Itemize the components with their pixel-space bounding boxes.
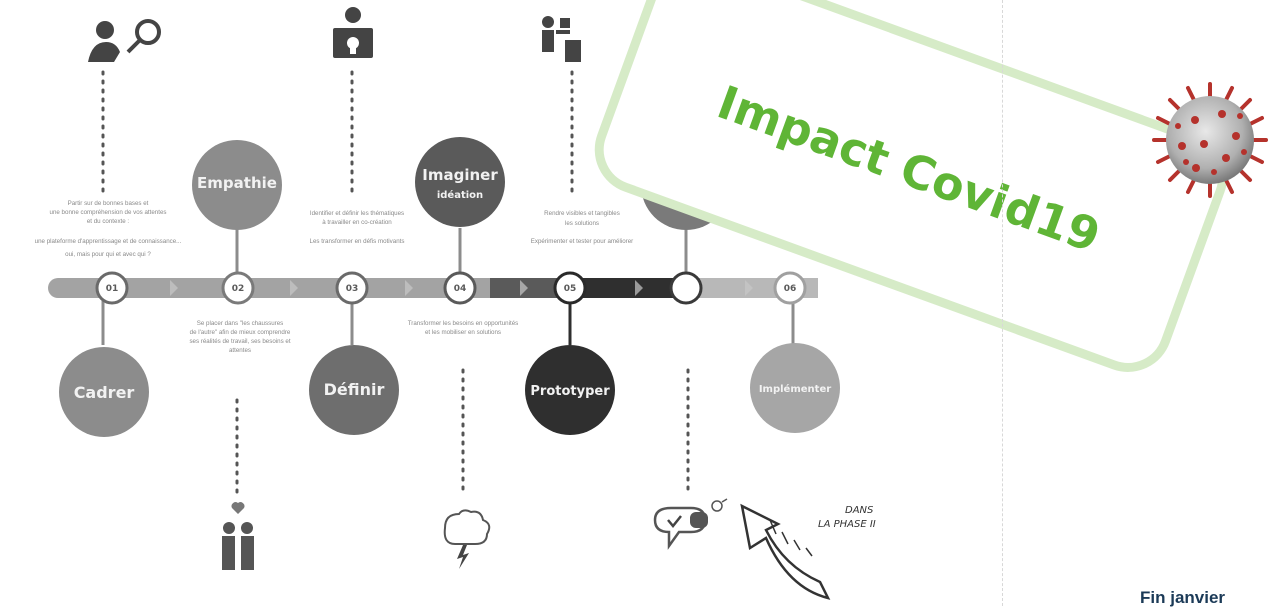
- svg-text:LA PHASE II: LA PHASE II: [818, 519, 876, 530]
- step-node-03: 03: [335, 271, 369, 305]
- svg-text:et les mobiliser en solutions: et les mobiliser en solutions: [425, 329, 501, 336]
- step-node-06: 06: [773, 271, 807, 305]
- speech-bubbles-icon: [653, 498, 728, 550]
- description-cadrer: Partir sur de bonnes bases et une bonne …: [35, 200, 182, 258]
- description-definir: Identifier et définir les thématiques à …: [310, 210, 405, 245]
- svg-text:une plateforme d'apprentissage: une plateforme d'apprentissage et de con…: [35, 238, 182, 245]
- svg-text:Partir sur de bonnes bases et: Partir sur de bonnes bases et: [68, 200, 149, 207]
- phase-note: DANS LA PHASE II: [818, 505, 876, 530]
- step-node-01: 01: [95, 271, 129, 305]
- svg-text:DANS: DANS: [845, 505, 874, 516]
- svg-text:attentes: attentes: [229, 347, 251, 354]
- column-divider: [1002, 0, 1003, 606]
- presenter-board-icon: [333, 7, 373, 58]
- svg-text:de l'autre" afin de mieux comp: de l'autre" afin de mieux comprendre: [190, 329, 291, 336]
- svg-text:Rendre visibles et tangibles: Rendre visibles et tangibles: [544, 210, 620, 217]
- coronavirus-icon: [1152, 82, 1268, 198]
- phase-title: Implémenter: [759, 383, 831, 395]
- phase-title: Définir: [324, 380, 385, 399]
- phase-title: Cadrer: [74, 383, 135, 402]
- svg-text:Transformer les besoins en opp: Transformer les besoins en opportunités: [408, 320, 519, 327]
- phase-circle-prototyper: Prototyper: [525, 345, 615, 435]
- phase-circle-cadrer: Cadrer: [59, 347, 149, 437]
- phase-title: Imaginer: [422, 166, 498, 184]
- svg-text:une bonne compréhension de vos: une bonne compréhension de vos attentes: [50, 209, 167, 216]
- description-prototyper: Rendre visibles et tangibles les solutio…: [531, 210, 633, 245]
- svg-text:Identifier et définir les thém: Identifier et définir les thématiques: [310, 210, 404, 217]
- step-node-05: 05: [553, 271, 587, 305]
- phase-title: Empathie: [197, 174, 277, 192]
- step-number: 03: [346, 284, 359, 294]
- phase-circle-definir: Définir: [309, 345, 399, 435]
- svg-text:ses réalités de travail, ses b: ses réalités de travail, ses besoins et: [189, 338, 290, 345]
- svg-text:les solutions: les solutions: [565, 220, 599, 227]
- dotted-lines: [101, 70, 690, 497]
- phase-title: Prototyper: [530, 384, 610, 399]
- step-number: 06: [784, 284, 797, 294]
- svg-text:Se placer dans "les chaussures: Se placer dans "les chaussures: [197, 320, 283, 327]
- svg-text:Expérimenter et tester pour am: Expérimenter et tester pour améliorer: [531, 238, 633, 245]
- impact-covid-stamp: Impact Covid19: [594, 0, 1228, 372]
- step-node-empty: [669, 271, 703, 305]
- team-prototype-icon: [542, 16, 581, 62]
- footer-date-text: Fin janvier: [1140, 588, 1226, 607]
- description-empathie: Se placer dans "les chaussures de l'autr…: [189, 320, 290, 354]
- svg-text:oui, mais pour qui et avec qui: oui, mais pour qui et avec qui ?: [65, 251, 151, 258]
- brain-lightning-icon: [443, 509, 491, 569]
- phase-subtitle: idéation: [437, 189, 483, 201]
- description-imaginer: Transformer les besoins en opportunités …: [408, 320, 519, 336]
- svg-text:Les transformer en défis motiv: Les transformer en défis motivants: [310, 238, 405, 245]
- svg-text:et du contexte :: et du contexte :: [87, 218, 130, 225]
- step-number-nodes: 01 02 03 04 05 06: [95, 271, 807, 305]
- svg-text:à travailler en co-création: à travailler en co-création: [322, 219, 392, 226]
- hand-drawn-arrow-icon: [740, 503, 831, 600]
- step-number: 05: [564, 284, 577, 294]
- phase-circle-empathie: Empathie: [192, 140, 282, 230]
- step-number: 02: [232, 284, 245, 294]
- phase-circle-imaginer: Imaginer idéation: [415, 137, 505, 227]
- step-number: 01: [106, 284, 119, 294]
- step-node-04: 04: [443, 271, 477, 305]
- step-number: 04: [454, 284, 467, 294]
- connector-lines: [101, 228, 795, 345]
- step-node-02: 02: [221, 271, 255, 305]
- magnifier-person-icon: [88, 19, 161, 62]
- people-heart-icon: [222, 502, 254, 570]
- phase-circle-implementer: Implémenter: [750, 343, 840, 433]
